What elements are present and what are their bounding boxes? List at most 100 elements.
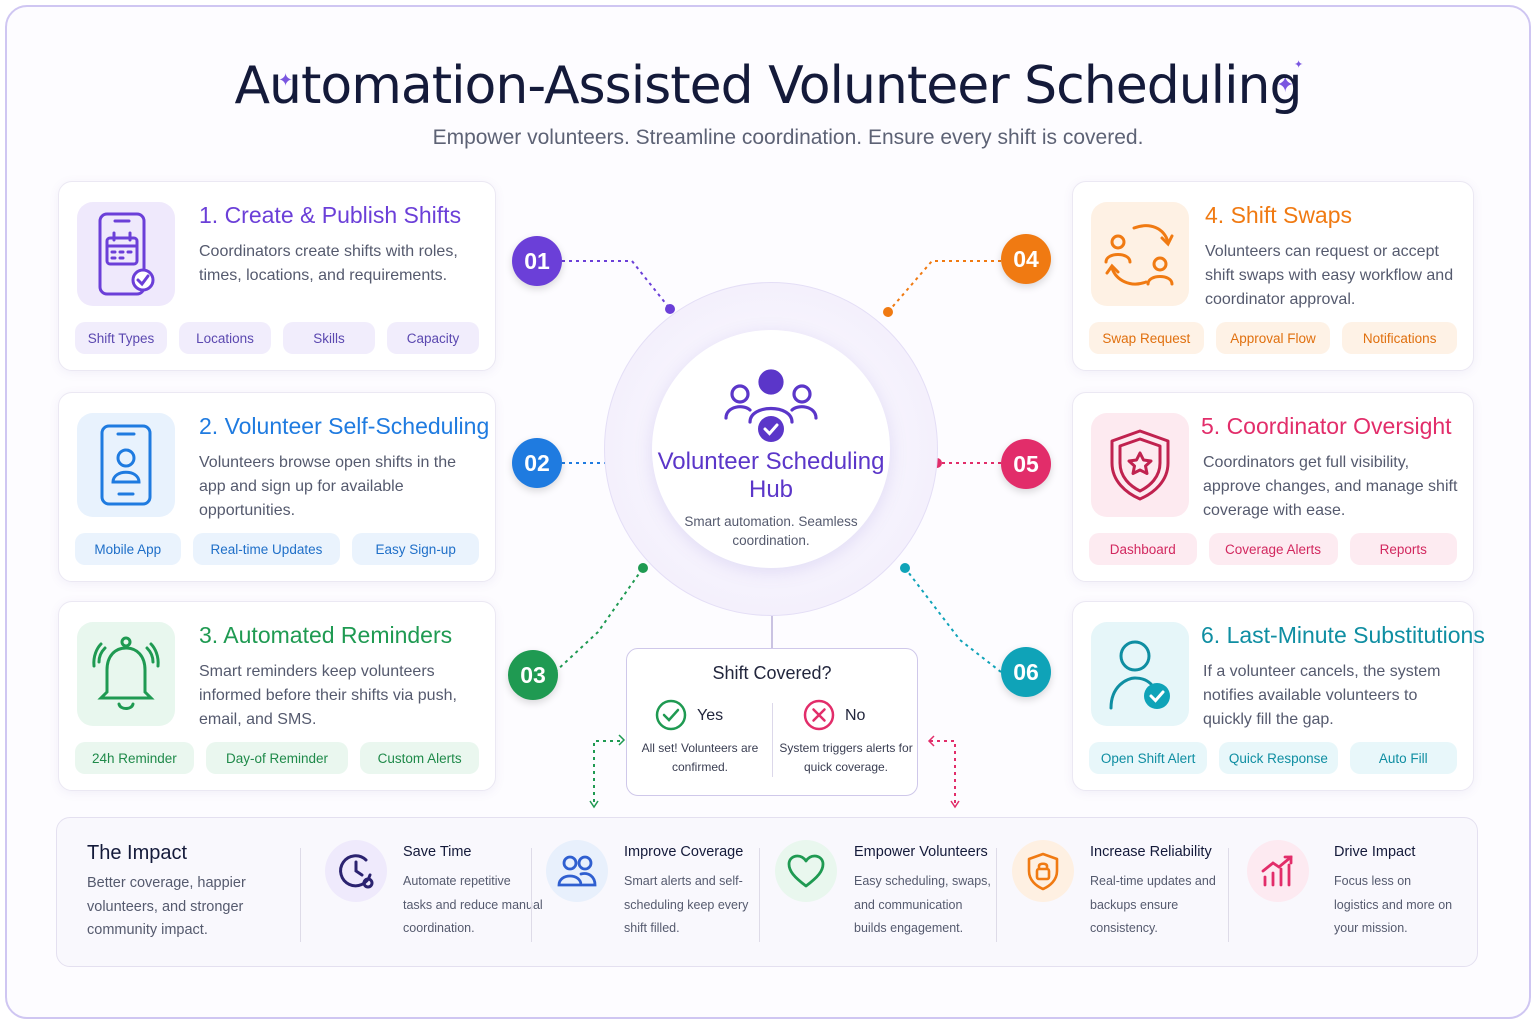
impact-item-increase-reliability — [1012, 840, 1074, 902]
x-circle-icon — [803, 699, 835, 731]
mobile-user-icon — [100, 424, 152, 506]
card-title: 2. Volunteer Self-Scheduling — [199, 413, 490, 439]
card-description: Coordinators get full visibility, approv… — [1203, 454, 1458, 519]
chip-row: Swap Request Approval Flow Notifications — [1089, 322, 1458, 354]
impact-text: Easy scheduling, swaps, and communicatio… — [854, 874, 991, 935]
step-card-self-scheduling: 2. Volunteer Self-Scheduling Volunteers … — [58, 392, 496, 582]
chip-reports[interactable]: Reports — [1349, 533, 1457, 565]
chip-day-of-reminder[interactable]: Day-of Reminder — [205, 742, 349, 774]
group-icon — [557, 855, 597, 887]
no-label: No — [845, 707, 866, 724]
chip-capacity[interactable]: Capacity — [387, 322, 479, 354]
impact-heading: Improve Coverage — [624, 844, 744, 860]
impact-text: Real-time updates and backups ensure con… — [1090, 874, 1216, 935]
sparkle-icon: ✦ — [278, 70, 294, 90]
card-description: Smart reminders keep volunteers informed… — [199, 663, 457, 728]
impact-item-improve-coverage — [546, 840, 608, 902]
connector-06 — [904, 567, 1002, 673]
step-number-05: 05 — [1001, 439, 1051, 489]
volunteers-hub-icon — [724, 369, 818, 442]
step-card-create-shifts: 1. Create & Publish Shifts Coordinators … — [58, 181, 496, 371]
card-title: 5. Coordinator Oversight — [1201, 413, 1452, 439]
chip-real-time-updates[interactable]: Real-time Updates — [192, 533, 341, 565]
chip-approval-flow[interactable]: Approval Flow — [1215, 322, 1331, 354]
chip-coverage-alerts[interactable]: Coverage Alerts — [1208, 533, 1338, 565]
sparkle-icon: ✦ — [1276, 72, 1295, 97]
dot-06 — [900, 563, 910, 573]
dot-01 — [665, 304, 675, 314]
bell-icon — [92, 636, 160, 710]
impact-item-empower-volunteers — [775, 840, 837, 902]
chip-custom-alerts[interactable]: Custom Alerts — [360, 742, 479, 774]
impact-item-save-time — [325, 840, 387, 902]
impact-heading: Drive Impact — [1334, 844, 1416, 860]
hub-title: Volunteer Scheduling Hub — [657, 448, 885, 503]
connector-yes — [593, 740, 620, 806]
step-card-reminders: 3. Automated Reminders Smart reminders k… — [58, 601, 496, 791]
step-number-03: 03 — [508, 650, 558, 700]
no-text: System triggers alerts for quick coverag… — [779, 741, 913, 774]
chip-row: 24h Reminder Day-of Reminder Custom Aler… — [75, 742, 479, 774]
chip-open-shift-alert[interactable]: Open Shift Alert — [1089, 742, 1208, 774]
impact-item-drive-impact — [1247, 840, 1309, 902]
chip-swap-request[interactable]: Swap Request — [1089, 322, 1204, 354]
user-check-icon — [1109, 640, 1170, 710]
connector-01 — [562, 260, 671, 310]
chip-notifications[interactable]: Notifications — [1342, 322, 1458, 354]
card-description: Volunteers can request or accept shift s… — [1205, 243, 1454, 308]
step-number-01: 01 — [512, 236, 562, 286]
impact-text: Smart alerts and self-scheduling keep ev… — [624, 874, 749, 935]
impact-title: The Impact — [87, 842, 188, 864]
card-description: If a volunteer cancels, the system notif… — [1203, 663, 1441, 728]
heart-icon — [787, 854, 825, 888]
impact-panel: The Impact Better coverage, happier volu… — [56, 817, 1478, 967]
page-title: Automation-Assisted Volunteer Scheduling — [234, 56, 1302, 116]
sparkle-icon: ✦ — [1294, 59, 1304, 71]
chart-up-icon — [1261, 855, 1293, 887]
impact-heading: Save Time — [403, 844, 472, 860]
hub-subtitle: Smart automation. Seamless coordination. — [684, 514, 858, 548]
step-card-shift-swaps: 4. Shift Swaps Volunteers can request or… — [1072, 181, 1474, 371]
chip-24h-reminder[interactable]: 24h Reminder — [75, 742, 194, 774]
chip-dashboard[interactable]: Dashboard — [1089, 533, 1197, 565]
shield-star-icon — [1110, 429, 1170, 501]
shift-covered-decision: Shift Covered? Yes All set! Volunteers a… — [626, 648, 918, 796]
connector-03 — [554, 567, 644, 673]
card-description: Coordinators create shifts with roles, t… — [199, 243, 458, 284]
chip-row: Mobile App Real-time Updates Easy Sign-u… — [75, 533, 480, 565]
impact-text: Focus less on logistics and more on your… — [1334, 874, 1453, 935]
card-description: Volunteers browse open shifts in the app… — [199, 454, 457, 519]
chip-row: Open Shift Alert Quick Response Auto Fil… — [1089, 742, 1457, 774]
lock-shield-icon — [1027, 852, 1059, 891]
dot-04 — [883, 307, 893, 317]
yes-text: All set! Volunteers are confirmed. — [641, 741, 759, 774]
card-title: 6. Last-Minute Substitutions — [1201, 622, 1485, 648]
check-circle-icon — [655, 699, 687, 731]
step-number-02: 02 — [512, 438, 562, 488]
page-subtitle: Empower volunteers. Streamline coordinat… — [432, 126, 1144, 149]
chip-row: Shift Types Locations Skills Capacity — [75, 322, 479, 354]
chip-mobile-app[interactable]: Mobile App — [75, 533, 181, 565]
chip-skills[interactable]: Skills — [283, 322, 375, 354]
connector-04 — [887, 260, 1001, 313]
chip-row: Dashboard Coverage Alerts Reports — [1089, 533, 1457, 565]
impact-heading: Increase Reliability — [1090, 844, 1212, 860]
swap-users-icon — [1104, 224, 1174, 286]
clock-icon — [339, 854, 374, 889]
step-card-coordinator-oversight: 5. Coordinator Oversight Coordinators ge… — [1072, 392, 1474, 582]
chip-quick-response[interactable]: Quick Response — [1219, 742, 1338, 774]
card-title: 3. Automated Reminders — [199, 622, 453, 648]
yes-label: Yes — [697, 707, 724, 724]
chip-shift-types[interactable]: Shift Types — [75, 322, 167, 354]
chip-easy-sign-up[interactable]: Easy Sign-up — [352, 533, 480, 565]
step-number-04: 04 — [1001, 234, 1051, 284]
impact-heading: Empower Volunteers — [854, 844, 988, 860]
chip-locations[interactable]: Locations — [179, 322, 271, 354]
step-card-substitutions: 6. Last-Minute Substitutions If a volunt… — [1072, 601, 1485, 791]
card-title: 4. Shift Swaps — [1205, 202, 1353, 228]
calendar-phone-icon — [98, 212, 155, 296]
step-number-06: 06 — [1001, 647, 1051, 697]
connector-no — [930, 740, 956, 806]
chip-auto-fill[interactable]: Auto Fill — [1349, 742, 1457, 774]
